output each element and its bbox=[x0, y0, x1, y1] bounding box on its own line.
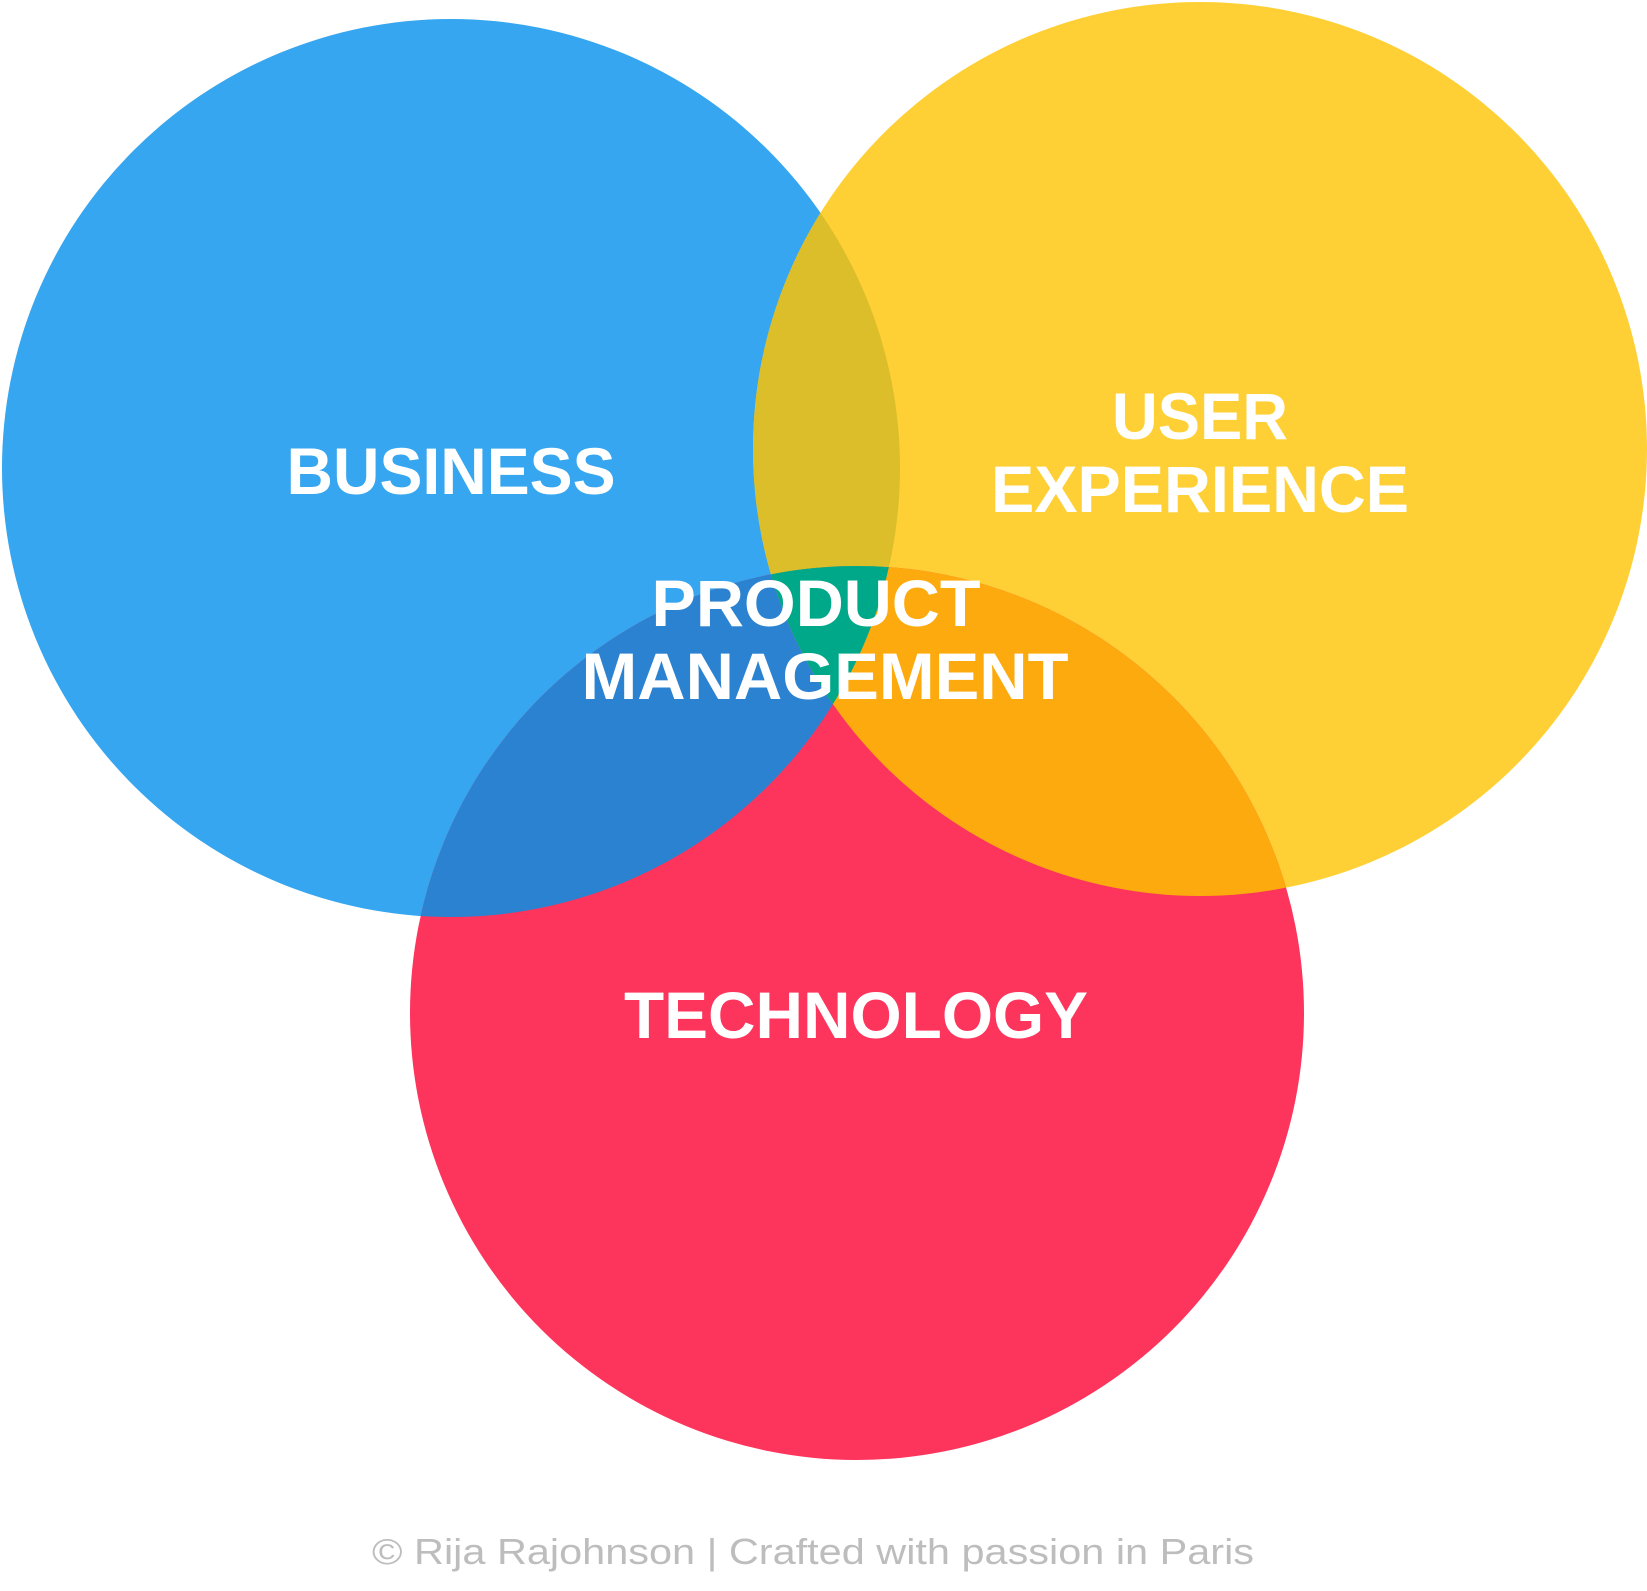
business-technology-overlap bbox=[410, 566, 900, 917]
copyright-footer: © Rija Rajohnson | Crafted with passion … bbox=[372, 1531, 1254, 1572]
ux-label-line1: USER bbox=[1112, 379, 1288, 453]
center-label-line1: PRODUCT bbox=[652, 566, 981, 640]
business-label: BUSINESS bbox=[287, 434, 616, 508]
technology-label: TECHNOLOGY bbox=[624, 978, 1088, 1052]
center-label-line2: MANAGEMENT bbox=[582, 639, 1069, 713]
ux-technology-overlap bbox=[753, 566, 1304, 896]
ux-label-line2: EXPERIENCE bbox=[991, 452, 1409, 526]
